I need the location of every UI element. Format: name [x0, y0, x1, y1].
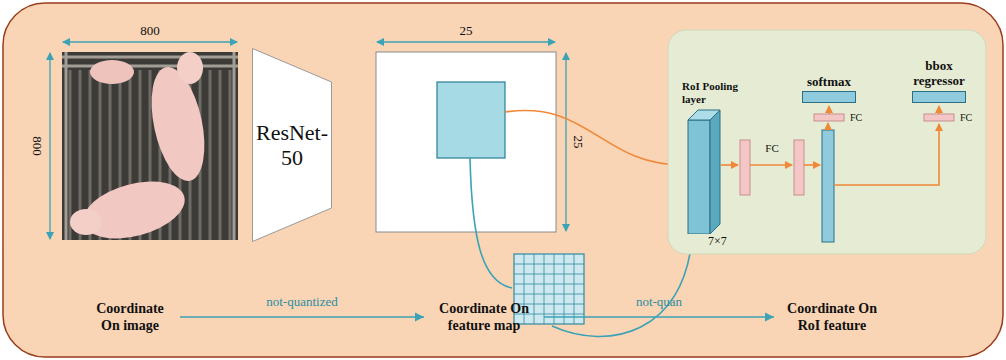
roi-region: [437, 82, 505, 158]
cuboid-face: [688, 120, 710, 234]
orange-arrow: [505, 111, 684, 165]
output-title: bbox regressor: [904, 58, 974, 88]
connector-label: not-quantized: [266, 295, 337, 308]
output-layer: softmax: [798, 74, 860, 103]
roi-pooling-layer: RoI Pooling layer 7×7: [682, 80, 746, 248]
connector-arrow: [180, 313, 424, 322]
output-layer: bbox regressor: [904, 58, 974, 103]
trapezoid-shape: [253, 49, 332, 242]
feature-map: [376, 52, 556, 232]
backbone-trapezoid: ResNet-50: [252, 48, 332, 242]
dimension-line: [377, 41, 555, 42]
output-title: softmax: [798, 74, 860, 89]
size-label: 7×7: [682, 234, 746, 248]
connector-label: not-quan: [636, 295, 682, 308]
teal-curve: [470, 158, 512, 288]
cuboid-shape: [682, 106, 746, 234]
dimension-line: [49, 53, 50, 239]
layer-label: FC: [960, 113, 972, 123]
connector-arrow: [544, 313, 774, 322]
background-panel: [3, 3, 1003, 357]
coordinate-text: Coordinate On feature map: [432, 300, 536, 334]
layer-title: RoI Pooling layer: [682, 80, 746, 106]
teal-arrow: [552, 238, 692, 336]
dimension-label: 25: [460, 24, 473, 37]
coordinate-label: Coordinate On image: [88, 300, 172, 334]
head-panel: [668, 30, 986, 254]
node-title: ResNet-50: [253, 120, 331, 171]
coordinate-text: Coordinate On RoI feature: [782, 300, 882, 334]
pig-photo: [62, 52, 238, 249]
connector-line: [544, 316, 774, 318]
arrow-head: [415, 313, 424, 322]
output-bar: [802, 91, 856, 103]
output-bar: [912, 91, 966, 103]
layer-label: FC: [765, 143, 778, 154]
dimension-line: [63, 41, 237, 42]
dimension-line: [565, 53, 566, 231]
coordinate-text: Coordinate On image: [88, 300, 172, 334]
dimension-label: 800: [31, 136, 44, 156]
cuboid-face: [710, 110, 720, 234]
arrow-head: [765, 313, 774, 322]
layer-label: FC: [850, 113, 862, 123]
connector-line: [180, 316, 424, 318]
fc-layers: [721, 106, 954, 242]
dimension-label: 25: [572, 136, 585, 149]
coordinate-label: Coordinate On RoI feature: [782, 300, 882, 334]
dimension-label: 800: [140, 24, 160, 37]
coordinate-label: Coordinate On feature map: [432, 300, 536, 334]
